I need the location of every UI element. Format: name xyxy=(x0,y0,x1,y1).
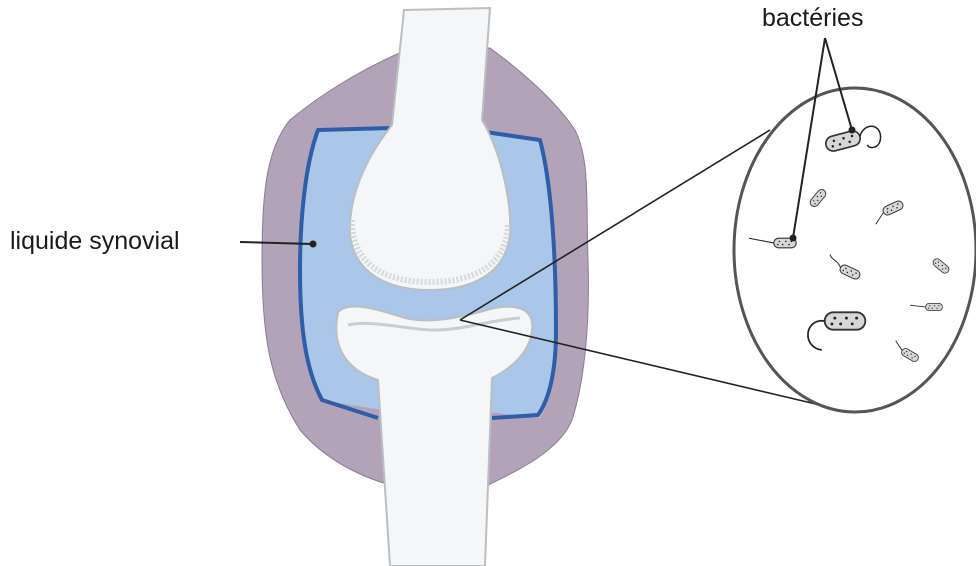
synovial-fluid-label: liquide synovial xyxy=(10,229,180,254)
bacteria-pointer-dot-2 xyxy=(790,235,797,242)
bacteria-label: bactéries xyxy=(762,6,863,31)
bacteria-pointer-dot-1 xyxy=(849,127,856,134)
femur-bone xyxy=(350,8,510,290)
synovial-leader-dot xyxy=(310,241,317,248)
